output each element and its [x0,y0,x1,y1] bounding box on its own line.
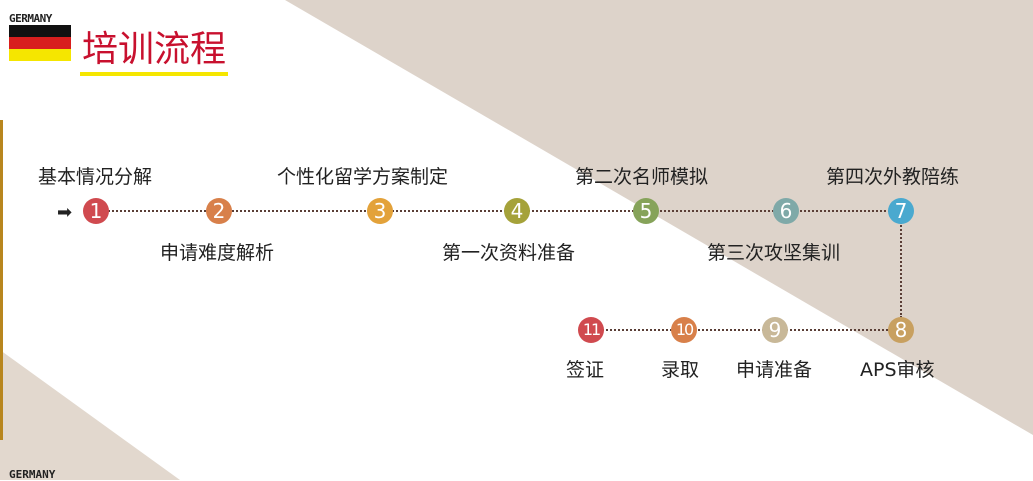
step-label: 录取 [661,359,700,381]
connector-vertical [900,222,902,318]
step-number-11: 11 [578,317,604,343]
step-label: 第一次资料准备 [442,242,576,264]
connector-bottom [590,329,900,331]
step-number-10: 10 [671,317,697,343]
step-label: 申请准备 [736,359,813,381]
step-number-7: 7 [888,198,914,224]
step-number-5: 5 [633,198,659,224]
page-title: 培训流程 [80,28,229,76]
step-number-6: 6 [773,198,799,224]
step-label: 个性化留学方案制定 [277,166,449,188]
step-label: 第二次名师模拟 [575,166,709,188]
step-number-8: 8 [888,317,914,343]
step-number-4: 4 [504,198,530,224]
step-label: APS审核 [860,359,935,381]
step-label: 签证 [566,359,605,381]
arrow-right-icon: ➡ [57,202,73,223]
germany-logo: GERMANY [9,12,71,61]
step-number-1: 1 [83,198,109,224]
step-label: 第三次攻坚集训 [707,242,841,264]
connector-top [108,210,898,212]
step-label: 申请难度解析 [160,242,275,264]
step-number-2: 2 [206,198,232,224]
germany-logo-bottom: GERMANY [9,468,56,481]
step-number-9: 9 [762,317,788,343]
german-flag [9,25,71,61]
step-number-3: 3 [367,198,393,224]
step-label: 基本情况分解 [38,166,153,188]
left-border [0,120,3,440]
step-label: 第四次外教陪练 [826,166,960,188]
logo-text: GERMANY [9,12,52,25]
